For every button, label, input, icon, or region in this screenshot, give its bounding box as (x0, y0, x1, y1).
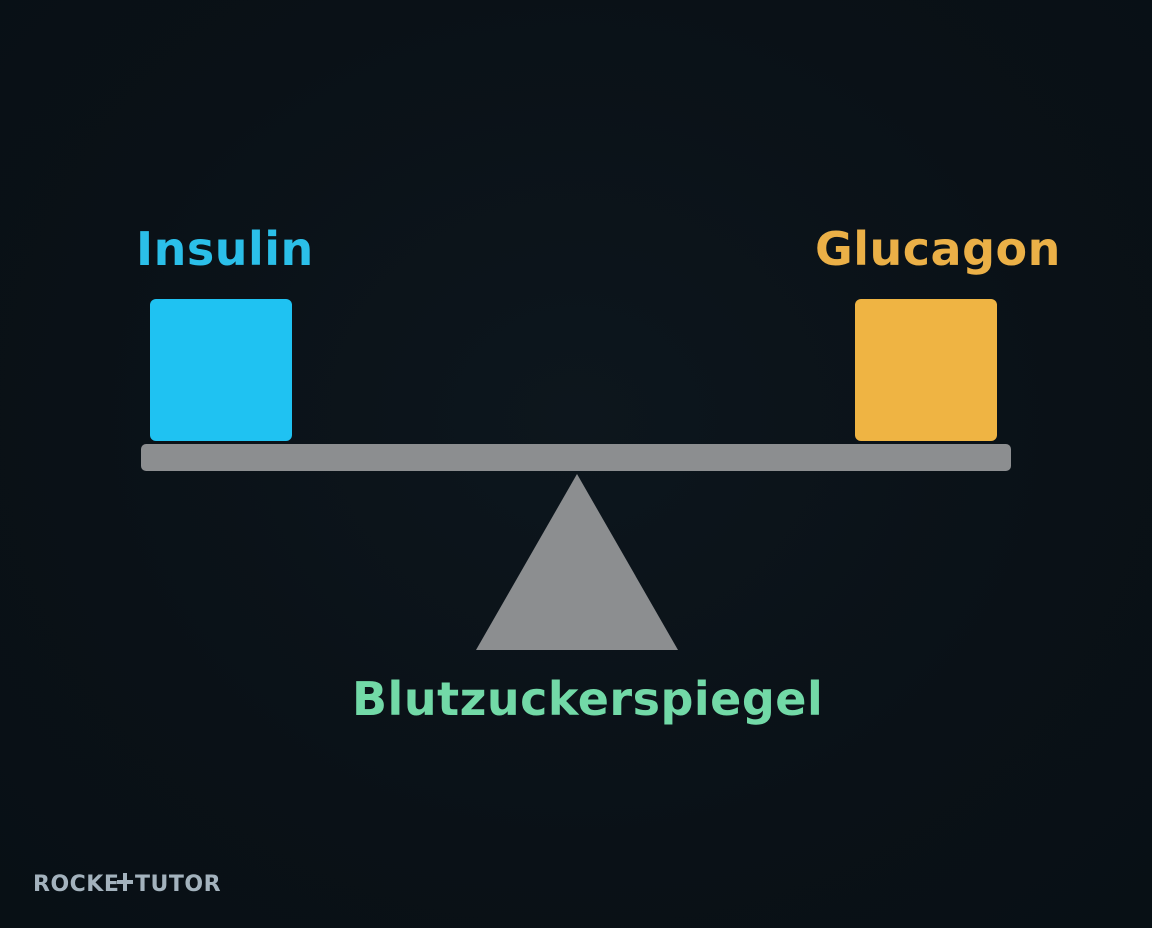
svg-text:ROCKE: ROCKE (33, 872, 119, 897)
blood-sugar-label: Blutzuckerspiegel (352, 672, 824, 726)
rockettutor-logo: ROCKE TUTOR (33, 868, 243, 904)
seesaw-beam (141, 444, 1011, 471)
insulin-weight-block (150, 299, 292, 441)
rockettutor-logo-mark: ROCKE TUTOR (33, 872, 221, 897)
insulin-label: Insulin (136, 222, 314, 276)
glucagon-label: Glucagon (815, 222, 1061, 276)
svg-text:TUTOR: TUTOR (135, 872, 221, 897)
fulcrum-triangle-icon (476, 474, 678, 650)
glucagon-weight-block (855, 299, 997, 441)
